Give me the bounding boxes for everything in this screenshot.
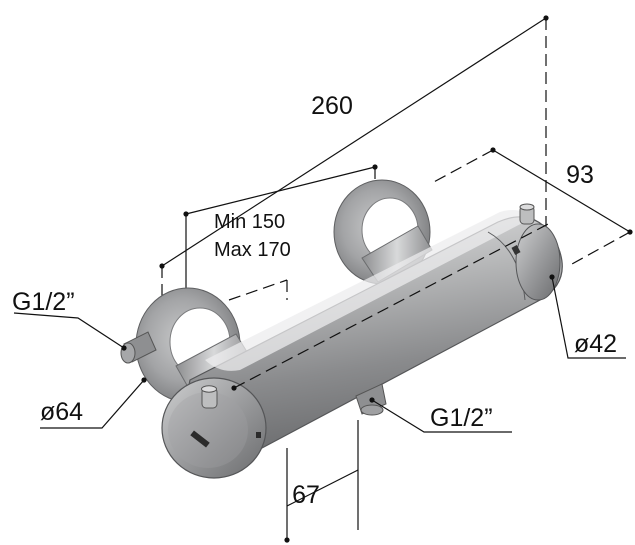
dim-line-93 xyxy=(492,149,631,233)
label-center-min: Min 150 xyxy=(214,211,285,233)
extension-line xyxy=(431,149,494,184)
leader-body-diameter: ø42 xyxy=(551,276,626,359)
leader-inlet-thread: G1/2” xyxy=(12,288,127,351)
leader-line xyxy=(551,276,626,359)
dim-overall-length: 260 xyxy=(159,15,549,300)
dim-line-67 xyxy=(286,469,359,507)
label-inlet-thread: G1/2” xyxy=(12,288,75,316)
label-depth: 93 xyxy=(566,161,594,189)
leader-line xyxy=(371,399,512,433)
leader-rosette-diameter: ø64 xyxy=(40,377,147,429)
rear-rosette xyxy=(333,179,433,285)
dim-dot xyxy=(284,537,290,543)
label-body-diameter: ø42 xyxy=(574,330,617,358)
body-axis xyxy=(233,221,553,389)
label-center-max: Max 170 xyxy=(214,239,291,261)
dim-line-center xyxy=(185,166,376,215)
thermostat-body xyxy=(161,203,563,479)
label-overall-length: 260 xyxy=(311,92,353,120)
extension-line xyxy=(228,279,288,301)
label-outlet-offset: 67 xyxy=(292,481,320,509)
label-outlet-thread: G1/2” xyxy=(430,404,493,432)
leader-line xyxy=(13,312,125,349)
centerlines xyxy=(228,221,553,389)
leader-outlet-thread: G1/2” xyxy=(369,397,512,433)
leader-line xyxy=(40,379,145,429)
label-rosette-diameter: ø64 xyxy=(40,398,83,426)
dim-depth: 93 xyxy=(431,147,633,265)
dim-outlet-offset: 67 xyxy=(284,420,359,543)
dim-line-260 xyxy=(161,17,547,267)
extension-line xyxy=(571,231,631,265)
